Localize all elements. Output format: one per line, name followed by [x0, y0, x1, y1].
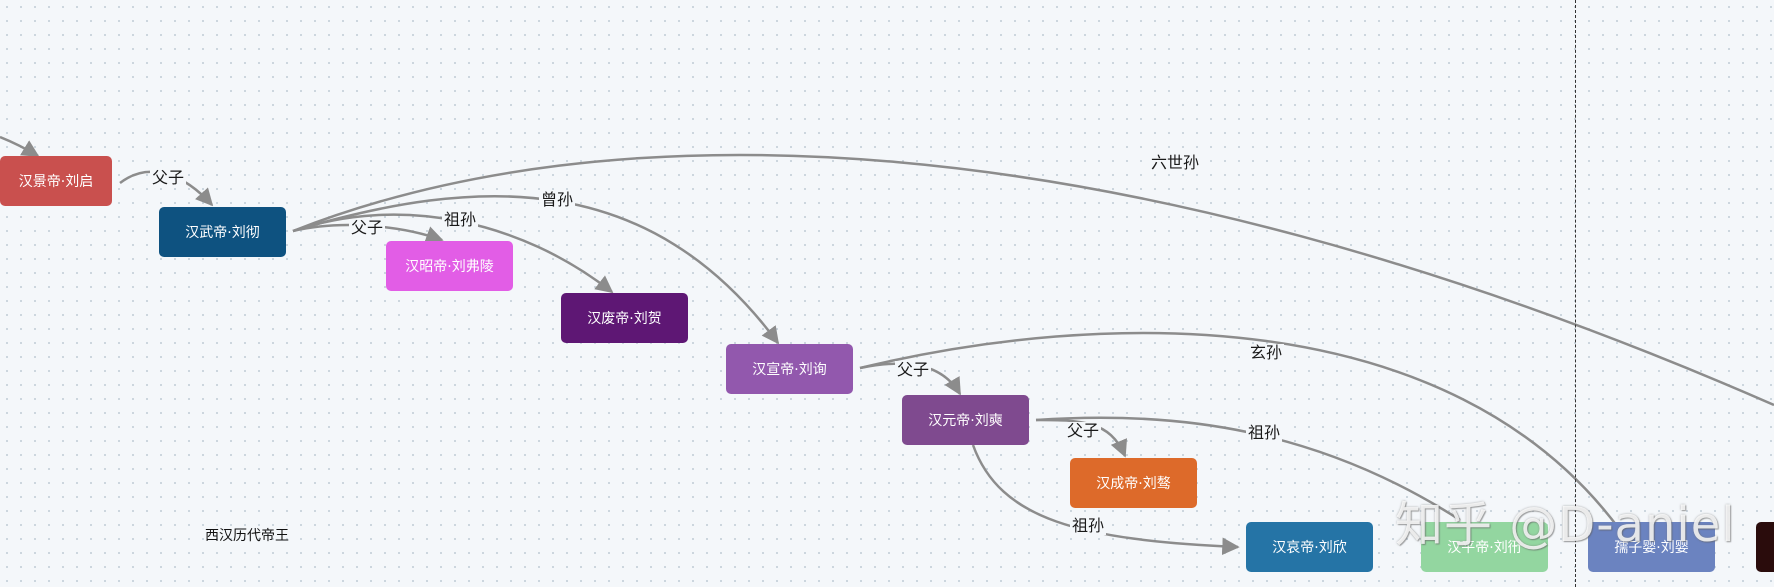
edge-label-wu-fei: 祖孙	[441, 210, 479, 229]
node-wu[interactable]: 汉武帝·刘彻	[159, 207, 286, 257]
node-zhao[interactable]: 汉昭帝·刘弗陵	[386, 241, 513, 291]
node-cheng[interactable]: 汉成帝·刘骜	[1070, 458, 1197, 508]
node-next[interactable]	[1756, 522, 1774, 572]
edge-yuan-ai	[971, 444, 1240, 556]
edge-label-xuan-yuan: 父子	[894, 360, 932, 379]
dashed-divider	[1575, 0, 1576, 587]
edge-label-yuan-ping: 祖孙	[1245, 423, 1283, 442]
node-xuan[interactable]: 汉宣帝·刘询	[726, 344, 853, 394]
edge-label-wu-zhao: 父子	[348, 218, 386, 237]
node-label: 汉平帝·刘衎	[1447, 540, 1522, 556]
node-label: 汉哀帝·刘欣	[1272, 540, 1347, 556]
edge-label-wu-xuan: 曾孙	[538, 190, 576, 209]
edge-label-wu-next: 六世孙	[1148, 153, 1202, 172]
node-ruzi[interactable]: 孺子婴·刘婴	[1588, 522, 1715, 572]
node-label: 汉景帝·刘启	[18, 174, 94, 190]
edge-wu-next	[292, 153, 1774, 407]
node-ai[interactable]: 汉哀帝·刘欣	[1246, 522, 1373, 572]
node-jing[interactable]: 汉景帝·刘启	[0, 156, 112, 206]
edge-label-yuan-cheng: 父子	[1064, 421, 1102, 440]
node-yuan[interactable]: 汉元帝·刘奭	[902, 395, 1029, 445]
edge-label-xuan-ruzi: 玄孙	[1247, 343, 1285, 362]
node-fei[interactable]: 汉废帝·刘贺	[561, 293, 688, 343]
node-label: 汉宣帝·刘询	[752, 362, 827, 378]
diagram-title: 西汉历代帝王	[205, 528, 289, 544]
node-label: 汉昭帝·刘弗陵	[405, 259, 494, 275]
edge-prev-jing	[0, 135, 40, 158]
node-label: 孺子婴·刘婴	[1614, 540, 1689, 556]
node-label: 汉成帝·刘骜	[1096, 476, 1171, 492]
node-label: 汉元帝·刘奭	[928, 413, 1003, 429]
edge-xuan-ruzi	[859, 331, 1622, 531]
edge-label-yuan-ai: 祖孙	[1069, 516, 1107, 535]
node-label: 汉武帝·刘彻	[185, 225, 260, 241]
watermark: 知乎 @D-aniel	[1395, 497, 1736, 553]
node-label: 汉废帝·刘贺	[587, 311, 662, 327]
edge-label-jing-wu: 父子	[149, 168, 187, 187]
node-ping[interactable]: 汉平帝·刘衎	[1421, 522, 1548, 572]
